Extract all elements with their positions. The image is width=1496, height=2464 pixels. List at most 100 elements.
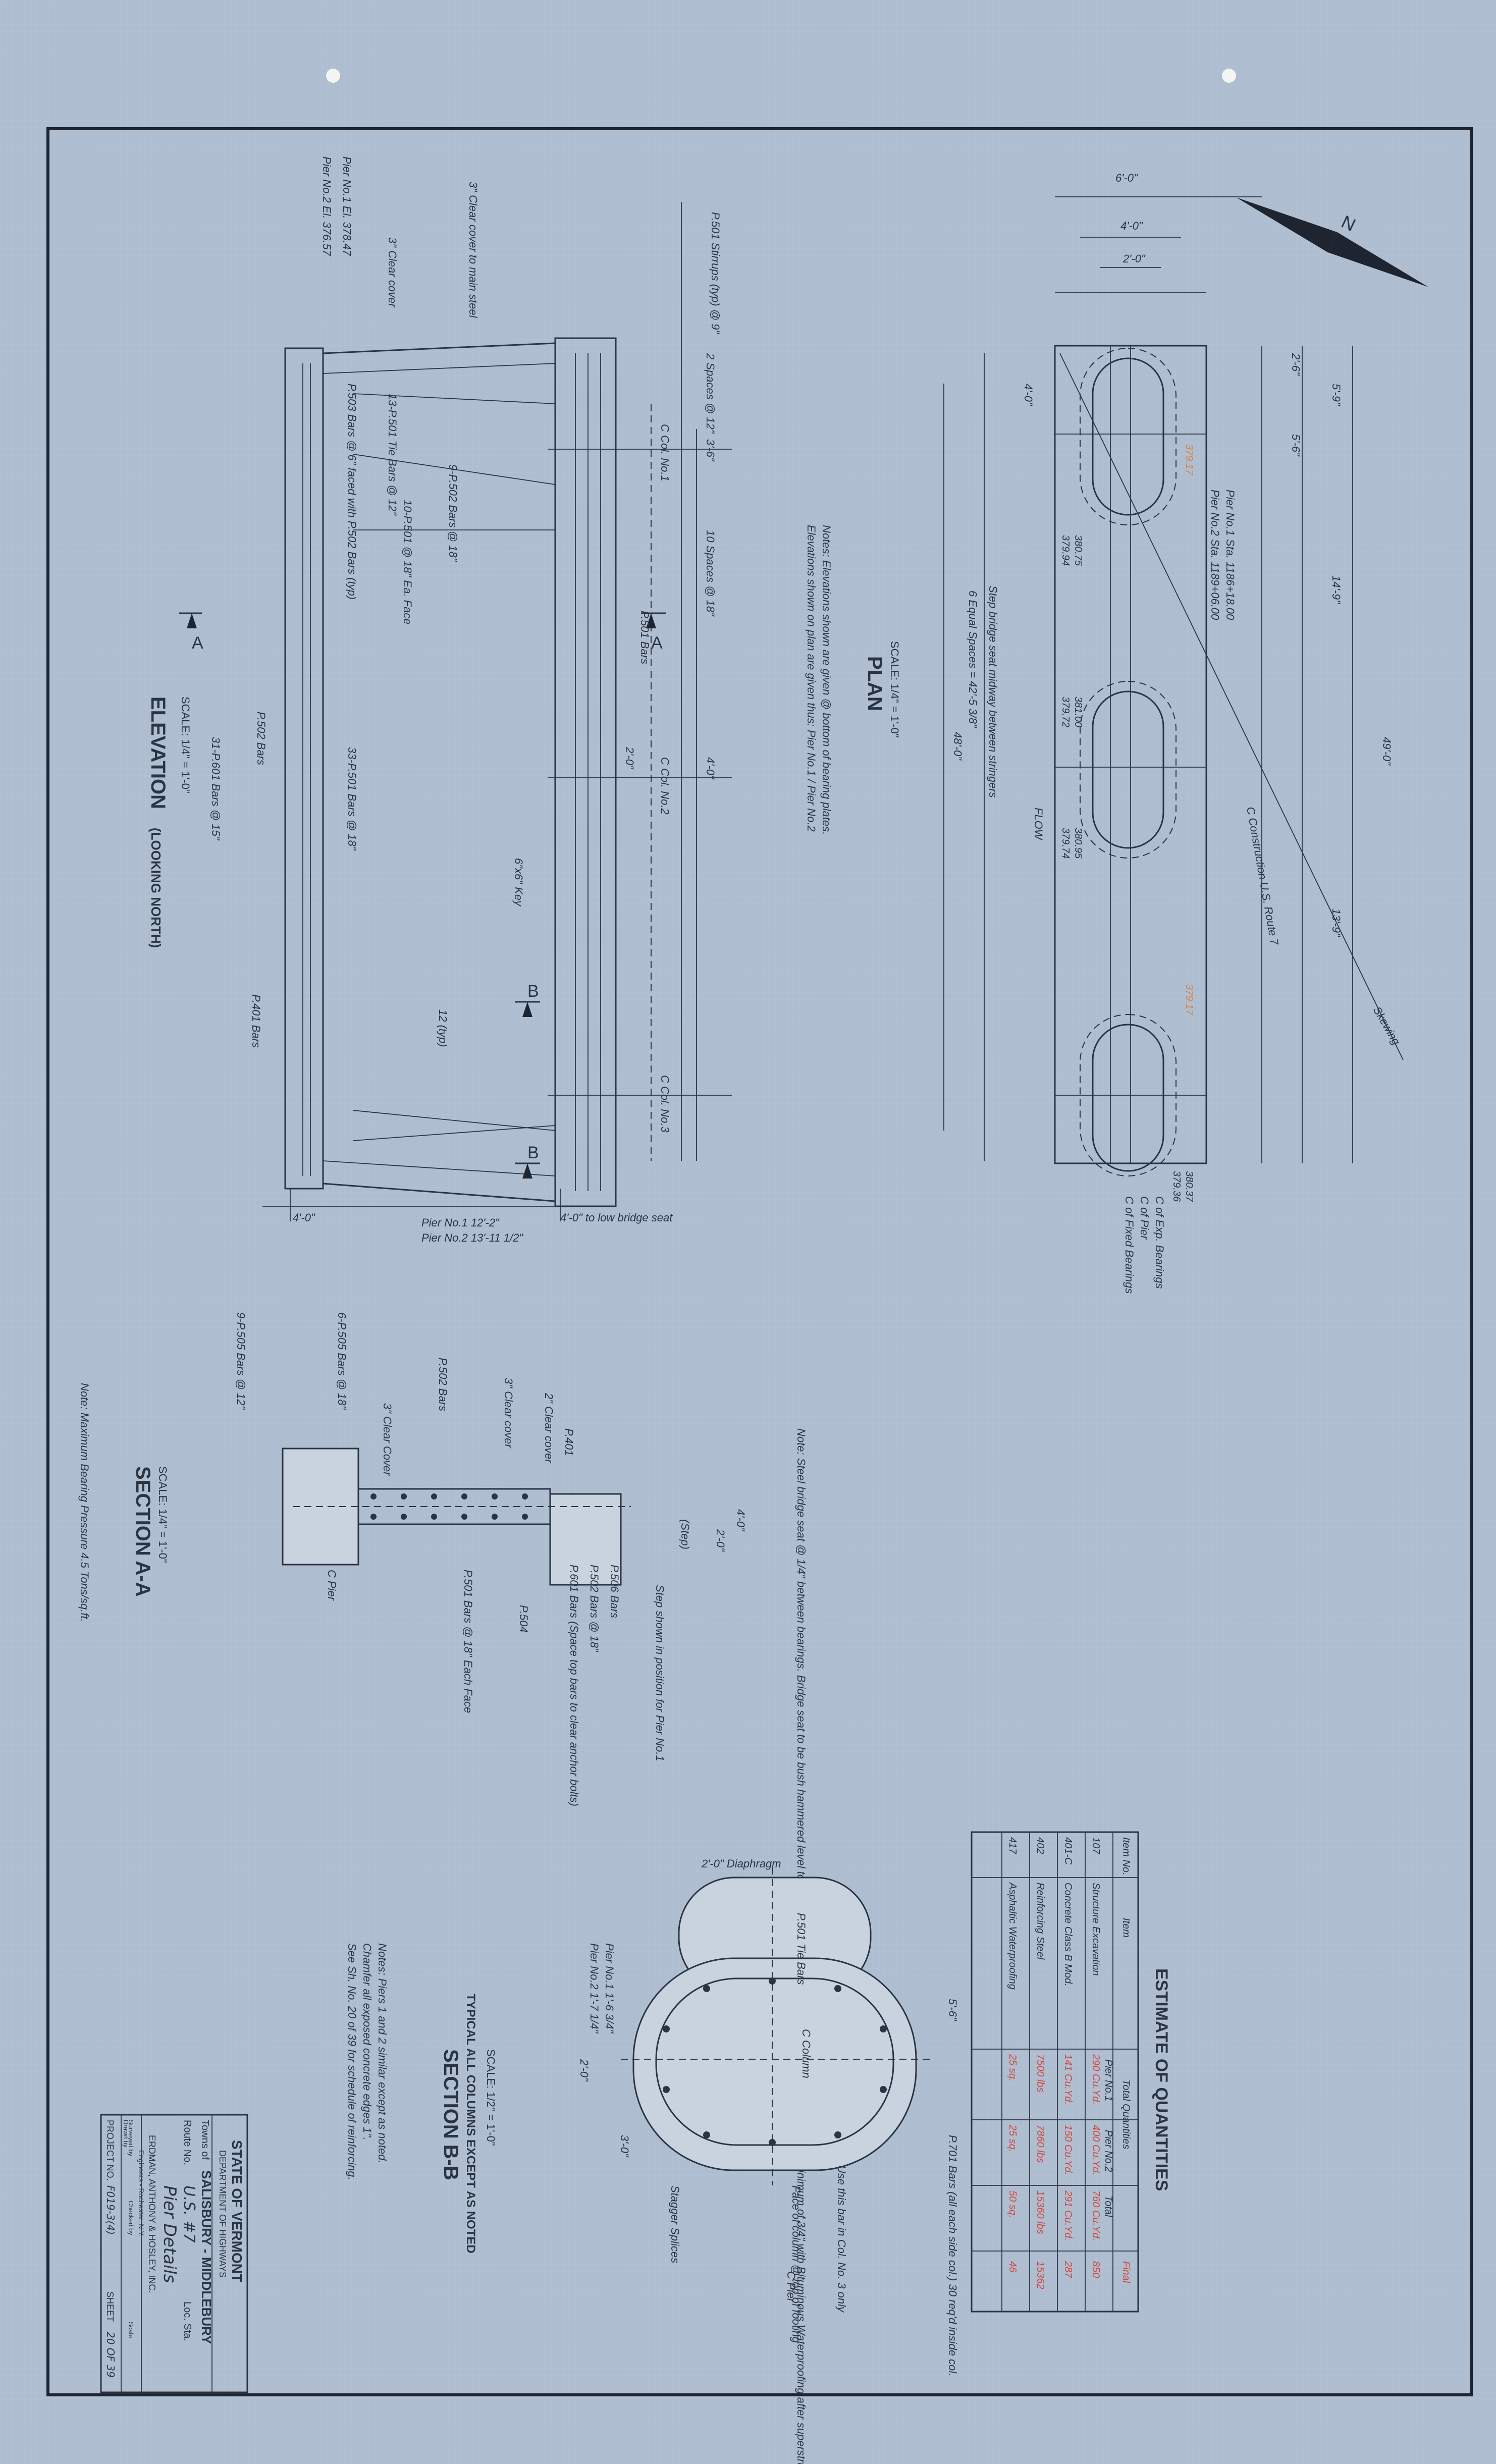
plan-title: PLAN bbox=[864, 656, 886, 711]
plan-elevation: 379.74 bbox=[1060, 828, 1071, 859]
elevation-subtitle: (LOOKING NORTH) bbox=[148, 828, 164, 948]
est-row-final: 46 bbox=[1007, 2261, 1018, 2273]
plan-column-1 bbox=[1080, 348, 1177, 525]
est-row-total: 291 Cu.Yd. bbox=[1062, 2190, 1074, 2241]
elev-note: 10 Spaces @ 18" bbox=[704, 530, 717, 617]
est-header-final: Final bbox=[1120, 2261, 1132, 2283]
sec-bb-note: P.701 Bars (all each side col.) 30 req'd… bbox=[946, 2135, 959, 2376]
plan-elevation: 380.75 bbox=[1073, 535, 1084, 566]
elev-note: 3" Clear cover bbox=[386, 237, 399, 308]
plan-note: C of Exp. Bearings bbox=[1153, 1196, 1166, 1289]
section-bb-subtitle: TYPICAL ALL COLUMNS EXCEPT AS NOTED bbox=[464, 1994, 477, 2254]
title-project-label: PROJECT NO. bbox=[105, 2120, 115, 2181]
sec-bb-note: 2'-0" Diaphragm bbox=[701, 1857, 781, 1870]
elev-note: 10-P.501 @ 18" Ea. Face bbox=[401, 500, 414, 624]
est-row-p2: 400 Cu.Yd. bbox=[1090, 2125, 1101, 2175]
sec-aa-note: P.502 Bars bbox=[437, 1358, 449, 1411]
title-sheet: 20 OF 39 bbox=[104, 2332, 117, 2378]
plan-dim: 48'-0" bbox=[951, 732, 964, 761]
elev-note: 4'-0" bbox=[293, 1211, 315, 1224]
est-row-p2: 25 sq. bbox=[1007, 2124, 1018, 2152]
section-mark-b-left: B bbox=[515, 982, 540, 1017]
plan-note: C of Pier bbox=[1138, 1196, 1151, 1240]
sec-bb-note: C Column bbox=[800, 2029, 813, 2078]
elevation-rebar-lines bbox=[302, 353, 601, 1191]
sec-bb-note: Use this bar in Col. No. 3 only bbox=[835, 2165, 848, 2313]
plan-dim: 4'-0" bbox=[1120, 220, 1143, 232]
title-drawing-title: Pier Details bbox=[159, 2185, 180, 2283]
title-route-label: Route No. bbox=[182, 2120, 193, 2165]
estimate-table: ESTIMATE OF QUANTITIES Item No. Item Pie… bbox=[971, 1831, 1171, 2313]
elevation-scale: SCALE: 1/4" = 1'-0" bbox=[179, 697, 192, 793]
plan-elevation: 379.72 bbox=[1060, 697, 1071, 727]
sec-aa-note: P.504 bbox=[517, 1605, 530, 1633]
sec-bb-note: See Sh. No. 20 of 39 for schedule of rei… bbox=[346, 1943, 358, 2180]
section-aa-title: SECTION A-A bbox=[132, 1466, 154, 1597]
est-header-p1: Pier No.1 bbox=[1103, 2059, 1114, 2101]
elev-note: 33-P.501 Bars @ 18" bbox=[346, 747, 358, 851]
sec-bb-note: Chamfer all exposed concrete edges 1". bbox=[361, 1943, 373, 2140]
elev-note: 4'-0" bbox=[704, 757, 717, 780]
title-project: F019-3(4) bbox=[104, 2185, 117, 2235]
north-arrow-icon: N bbox=[1236, 197, 1429, 287]
sec-aa-note: 9-P.505 Bars @ 12" bbox=[235, 1312, 247, 1410]
est-header-p2: Pier No.2 bbox=[1103, 2130, 1114, 2172]
sec-aa-note: P.601 Bars (Space top bars to clear anch… bbox=[568, 1565, 580, 1806]
est-row-p1: 290 Cu.Yd. bbox=[1090, 2054, 1101, 2105]
est-row-total: 15360 lbs bbox=[1035, 2190, 1046, 2234]
elev-note: P.503 Bars @ 6" faced with P.502 Bars (t… bbox=[346, 384, 358, 600]
plan-elevation: 381.00 bbox=[1073, 697, 1084, 727]
elev-note: Pier No.1 El. 378.47 bbox=[341, 156, 353, 256]
est-row-final: 850 bbox=[1090, 2261, 1101, 2278]
plan-note: C of Fixed Bearings bbox=[1123, 1196, 1136, 1294]
sec-aa-note: 4'-0" bbox=[734, 1509, 747, 1532]
sheet-border bbox=[46, 127, 1473, 2396]
plan-dim: 4'-0" bbox=[1022, 384, 1035, 406]
elev-note: 31-P.601 Bars @ 15" bbox=[209, 737, 222, 841]
plan-dim: 49'-0" bbox=[1380, 737, 1393, 766]
plan-dim: 2'-6" bbox=[1290, 353, 1302, 376]
elev-note: 2'-0" bbox=[623, 746, 636, 770]
elev-note: C Col. No.2 bbox=[659, 757, 671, 815]
sec-aa-note: 2" Clear cover bbox=[543, 1392, 555, 1464]
est-row-p1: 141 Cu.Yd. bbox=[1062, 2054, 1074, 2105]
section-mark-a-right: A bbox=[641, 612, 666, 653]
est-row-p2: 150 Cu.Yd. bbox=[1062, 2125, 1074, 2175]
elev-note: C Col. No.1 bbox=[659, 424, 671, 481]
section-aa-rebar bbox=[370, 1493, 528, 1520]
sec-aa-note: P.401 bbox=[563, 1428, 575, 1456]
elev-note: 2 Spaces @ 12" bbox=[704, 353, 717, 434]
section-bb-title: SECTION B-B bbox=[440, 2049, 462, 2180]
elev-note: 13-P.501 Tie Bars @ 12" bbox=[386, 394, 399, 516]
elev-note: Pier No.1 12'-2" bbox=[421, 1216, 500, 1229]
sec-aa-note: Note: Maximum Bearing Pressure 4.5 Tons/… bbox=[78, 1383, 91, 1622]
sec-aa-note: 2'-0" bbox=[714, 1529, 727, 1552]
plan-dim: 5'-6" bbox=[1290, 434, 1302, 457]
plan-note: FLOW bbox=[1032, 808, 1045, 841]
est-header-no: Item No. bbox=[1120, 1837, 1132, 1876]
punch-hole bbox=[1222, 69, 1236, 83]
svg-text:B: B bbox=[527, 982, 539, 1001]
plan-elevation: 380.95 bbox=[1073, 828, 1084, 859]
plan-note: Step bridge seat midway between stringer… bbox=[987, 585, 999, 798]
sec-aa-note: (Step) bbox=[679, 1519, 691, 1549]
elev-note: P.502 Bars bbox=[255, 712, 268, 765]
punch-hole bbox=[326, 69, 340, 83]
sec-bb-note: Pier No.1 1'-6 3/4" bbox=[603, 1943, 616, 2034]
section-bb-scale: SCALE: 1/2" = 1'-0" bbox=[485, 2049, 497, 2146]
est-row-item: Asphaltic Waterproofing bbox=[1007, 1882, 1018, 1990]
plan-dim: 6'-0" bbox=[1115, 172, 1138, 184]
sec-bb-note: Pier No.2 1'-7 1/4" bbox=[588, 1943, 601, 2034]
section-bb-view: SECTION B-B TYPICAL ALL COLUMNS EXCEPT A… bbox=[346, 1857, 959, 2376]
est-subheader: Total Quantities bbox=[1120, 2079, 1132, 2149]
elev-note: P.401 Bars bbox=[250, 994, 262, 1048]
title-sheet-label: SHEET bbox=[105, 2291, 115, 2322]
plan-note: 6 Equal Spaces = 42'-5 3/8" bbox=[967, 591, 979, 728]
elev-note: 6"x6" Key bbox=[512, 858, 525, 907]
est-header-item: Item bbox=[1120, 1918, 1132, 1938]
title-firm: ERDMAN, ANTHONY & HOSLEY, INC. bbox=[147, 2135, 157, 2293]
plan-dim: 2'-0" bbox=[1123, 252, 1146, 265]
plan-scale: SCALE: 1/4" = 1'-0" bbox=[888, 641, 901, 738]
title-towns: SALISBURY - MIDDLEBURY bbox=[199, 2170, 214, 2344]
